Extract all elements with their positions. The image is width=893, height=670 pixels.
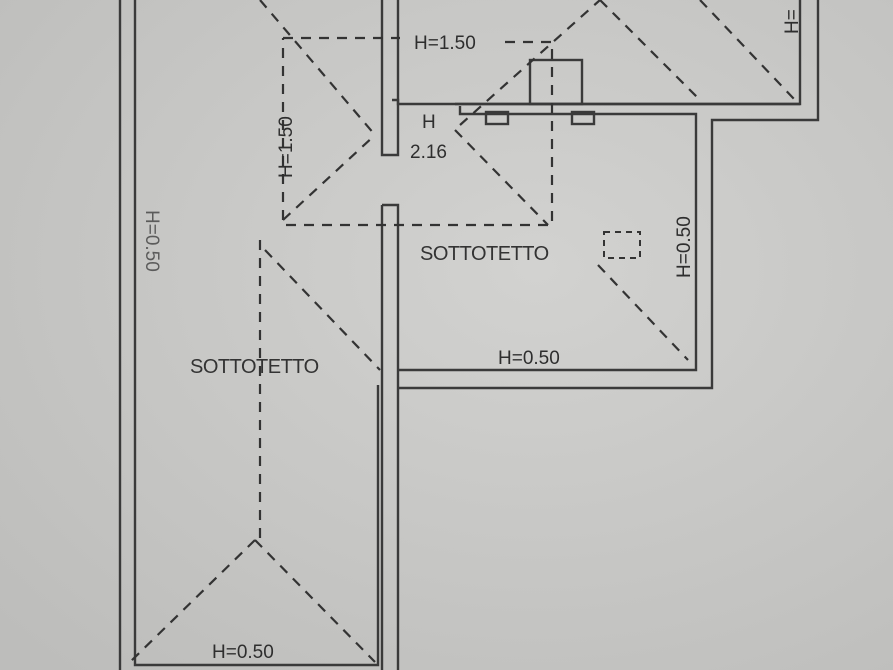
stair-height-value: 2.16 xyxy=(410,142,447,163)
height-label-left-upper: H=1.50 xyxy=(276,116,297,178)
stair-h-label: H xyxy=(422,112,436,133)
height-label-top-right: H= xyxy=(782,9,803,34)
room-label-left: SOTTOTETTO xyxy=(190,356,319,378)
height-label-top: H=1.50 xyxy=(414,33,476,54)
room-label-right: SOTTOTETTO xyxy=(420,243,549,265)
roof-lines xyxy=(129,0,796,663)
height-label-bottom-left: H=0.50 xyxy=(212,642,274,663)
height-label-center-bottom: H=0.50 xyxy=(498,348,560,369)
height-label-far-left: H=0.50 xyxy=(141,210,162,272)
walls xyxy=(118,0,820,670)
height-label-right: H=0.50 xyxy=(674,216,695,278)
